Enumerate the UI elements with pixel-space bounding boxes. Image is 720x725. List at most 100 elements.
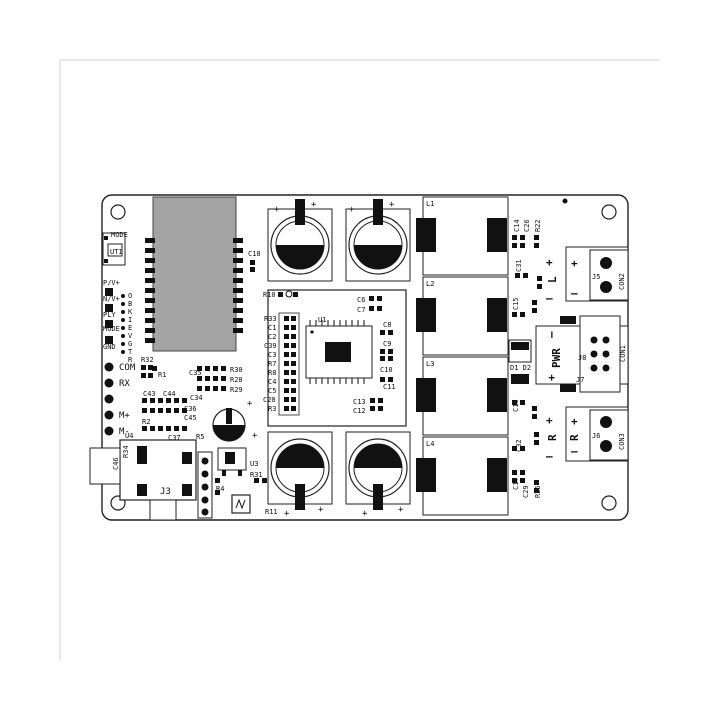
ref-c36: C36	[184, 405, 197, 413]
ref-c9: C9	[383, 340, 391, 348]
status-letter-g: G	[128, 340, 132, 348]
ref-c35: C35	[189, 369, 202, 377]
ref-c5: C5	[268, 387, 276, 395]
ref-r5: R5	[196, 433, 204, 441]
status-letter-r: R	[128, 356, 133, 364]
smd-pads-right	[512, 235, 542, 493]
speaker-terminal-right: J6 CON3 + — R R + —	[546, 406, 629, 463]
regulator-u3: U3 R31 R11	[217, 447, 278, 516]
left-minus-outer: —	[546, 292, 553, 305]
ref-r33: R33	[264, 315, 277, 323]
ref-c29: C29	[522, 485, 530, 498]
ref-r3: R3	[268, 405, 276, 413]
right-minus: —	[571, 445, 578, 458]
pin-label-rx: RX	[119, 379, 130, 389]
ref-c13: C13	[353, 398, 366, 406]
ref-c31: C31	[515, 259, 523, 272]
inductors: L1 L2 L3 L4	[416, 196, 509, 516]
status-letter-b: B	[128, 300, 132, 308]
status-letter-i: I	[128, 316, 132, 324]
status-letter-o: O	[128, 292, 132, 300]
status-letter-e: E	[128, 324, 132, 332]
pin-label-gnd: GND	[103, 343, 116, 351]
ref-c17: C17	[512, 477, 520, 490]
left-middle-refs: R32 R1 C35 C34 R30 R28 R29 C43 C44 C36 C…	[141, 356, 243, 442]
ref-r4: R4	[216, 485, 224, 493]
amplifier-section: U1 R33 C1 C2	[263, 289, 407, 427]
pin-label-mminus: M-	[119, 427, 130, 437]
pin-label-com: COM	[119, 363, 136, 373]
ref-r32: R32	[141, 356, 154, 364]
ref-c12: C12	[353, 407, 366, 415]
status-letter-v: V	[128, 332, 133, 340]
ref-c18: C18	[248, 250, 261, 258]
mounting-holes	[110, 198, 617, 511]
ref-r1: R1	[158, 371, 166, 379]
ref-c37: C37	[168, 434, 181, 442]
right-plus: +	[571, 415, 578, 428]
ref-c15: C15	[512, 297, 520, 310]
con1-label: CON1	[619, 345, 627, 362]
pin-label-mplus: M+	[119, 411, 130, 421]
ref-c46: C46	[112, 457, 120, 470]
svg-text:+: +	[284, 509, 290, 519]
pin-label-ply: PLY	[103, 311, 116, 319]
ref-c7: C7	[357, 306, 365, 314]
pin-label-pv: P/V+	[103, 279, 120, 287]
smd-pads-left	[141, 365, 226, 431]
ref-c11: C11	[383, 383, 396, 391]
ref-l2: L2	[426, 280, 434, 288]
ref-r25: R25	[534, 485, 542, 498]
svg-text:+: +	[252, 431, 258, 441]
bluetooth-module	[145, 196, 243, 352]
ref-r7: R7	[268, 360, 276, 368]
ref-c32: C32	[515, 439, 523, 452]
ref-r34: R34	[122, 445, 130, 458]
svg-text:+: +	[349, 205, 355, 215]
bottom-left-header: R4	[197, 451, 224, 519]
left-plus-outer: +	[546, 256, 553, 269]
ref-c1: C1	[268, 324, 276, 332]
status-letter-k: K	[128, 308, 133, 316]
pwr-plus: +	[545, 374, 558, 381]
svg-text:+: +	[318, 505, 324, 515]
status-letter-t: T	[128, 348, 133, 356]
ref-c14: C14	[513, 219, 521, 232]
ref-c4: C4	[268, 378, 276, 386]
mode-label: MODE	[111, 231, 128, 239]
c18-r10: C18 R10	[248, 250, 298, 299]
con3-label: CON3	[618, 433, 626, 450]
ref-c34: C34	[190, 394, 203, 402]
speaker-terminal-left: J5 CON2 + — L + —	[546, 246, 629, 305]
small-electrolytic-cap: + +	[212, 399, 258, 442]
ref-r30: R30	[230, 366, 243, 374]
ref-r10: R10	[263, 291, 276, 299]
right-minus-outer: —	[546, 450, 553, 463]
audio-jack-j3: J3 U4 C46 R34	[89, 432, 197, 521]
pwr-minus: —	[545, 331, 558, 338]
ref-c8: C8	[383, 321, 391, 329]
right-channel-letter: R	[568, 434, 581, 441]
j8-label: J8	[578, 354, 586, 362]
ref-r22: R22	[534, 219, 542, 232]
left-minus: —	[571, 287, 578, 300]
right-plus-outer: +	[546, 414, 553, 427]
j6-label: J6	[592, 432, 600, 440]
pwr-label: PWR	[550, 348, 563, 368]
con2-label: CON2	[618, 273, 626, 290]
left-channel-letter: L	[546, 276, 559, 283]
ref-l3: L3	[426, 360, 434, 368]
power-connector: PWR + — J8 J7 CON1	[535, 315, 629, 393]
ref-c6: C6	[357, 296, 365, 304]
ref-r11: R11	[265, 508, 278, 516]
ref-c43: C43	[143, 390, 156, 398]
j7-label: J7	[576, 376, 584, 384]
status-letter-column: O B K I E V G T R	[121, 292, 133, 364]
ref-l1: L1	[426, 200, 434, 208]
ref-r2: R2	[142, 418, 150, 426]
j3-label: J3	[160, 487, 171, 497]
ref-c10: C10	[380, 366, 393, 374]
u3-label: U3	[250, 460, 258, 468]
svg-text:+: +	[389, 200, 395, 210]
